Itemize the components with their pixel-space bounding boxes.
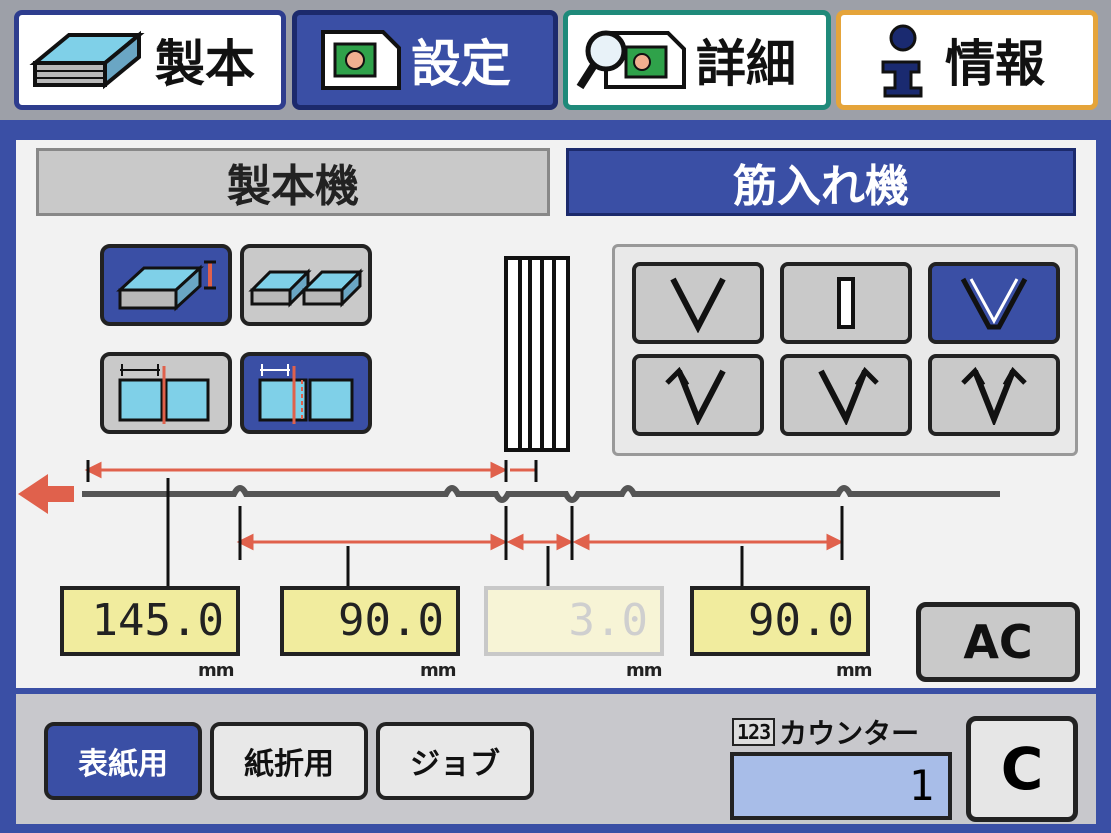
dimension-2-input[interactable]: 90.0 (280, 586, 460, 656)
cover-layout-a-button[interactable] (100, 352, 232, 434)
counter-label-text: カウンター (779, 717, 920, 750)
dimension-diagram (18, 460, 1000, 586)
counter-badge: 123 (732, 718, 776, 746)
clear-button[interactable]: C (966, 716, 1078, 822)
crease-lines-graphic (504, 256, 570, 452)
tab-binding-label: 製本 (155, 35, 255, 93)
feed-direction-arrow (18, 474, 74, 514)
single-book-icon (116, 260, 216, 312)
dimension-4-input[interactable]: 90.0 (690, 586, 870, 656)
book-block-icon (29, 30, 145, 90)
unit-label-4: mm (836, 660, 873, 681)
settings-screen-icon (321, 30, 401, 90)
dimension-3-input: 3.0 (484, 586, 664, 656)
info-person-icon (881, 24, 923, 98)
magnifier-detail-icon (576, 30, 686, 90)
v-crease-icon (670, 277, 726, 333)
tab-creaser[interactable]: 筋入れ機 (566, 148, 1076, 216)
crease-straight-button[interactable] (780, 262, 912, 344)
v-both-crease-icon (961, 366, 1027, 425)
unit-label-2: mm (420, 660, 457, 681)
cover-layout-b-icon (258, 364, 354, 424)
double-book-icon (248, 268, 364, 308)
v-right-crease-icon (818, 366, 879, 425)
paper-sheet-line (82, 485, 1000, 503)
tab-details-label: 詳細 (696, 35, 796, 93)
fold-mode-button[interactable]: 紙折用 (210, 722, 368, 800)
cover-layout-b-button[interactable] (240, 352, 372, 434)
crease-wide-v-button[interactable] (928, 262, 1060, 344)
counter-display: 1 (730, 752, 952, 820)
tab-info[interactable]: 情報 (836, 10, 1098, 110)
cover-mode-button[interactable]: 表紙用 (44, 722, 202, 800)
double-book-mode-button[interactable] (240, 244, 372, 326)
v-left-crease-icon (665, 366, 726, 425)
single-book-mode-button[interactable] (100, 244, 232, 326)
all-clear-button[interactable]: AC (916, 602, 1080, 682)
tab-info-label: 情報 (945, 35, 1045, 93)
tab-settings-label: 設定 (411, 35, 511, 93)
straight-crease-icon (837, 277, 855, 329)
counter-label: 123 カウンター (732, 714, 919, 750)
tab-binding[interactable]: 製本 (14, 10, 286, 110)
unit-label-1: mm (198, 660, 235, 681)
unit-label-3: mm (626, 660, 663, 681)
cover-layout-a-icon (118, 364, 210, 424)
wide-v-crease-icon (960, 277, 1028, 330)
tab-settings[interactable]: 設定 (292, 10, 558, 110)
crease-v-right-button[interactable] (780, 354, 912, 436)
job-button[interactable]: ジョブ (376, 722, 534, 800)
tab-details[interactable]: 詳細 (563, 10, 831, 110)
crease-v-both-button[interactable] (928, 354, 1060, 436)
crease-v-left-button[interactable] (632, 354, 764, 436)
crease-v-button[interactable] (632, 262, 764, 344)
dimension-1-input[interactable]: 145.0 (60, 586, 240, 656)
tab-bookbinder[interactable]: 製本機 (36, 148, 550, 216)
